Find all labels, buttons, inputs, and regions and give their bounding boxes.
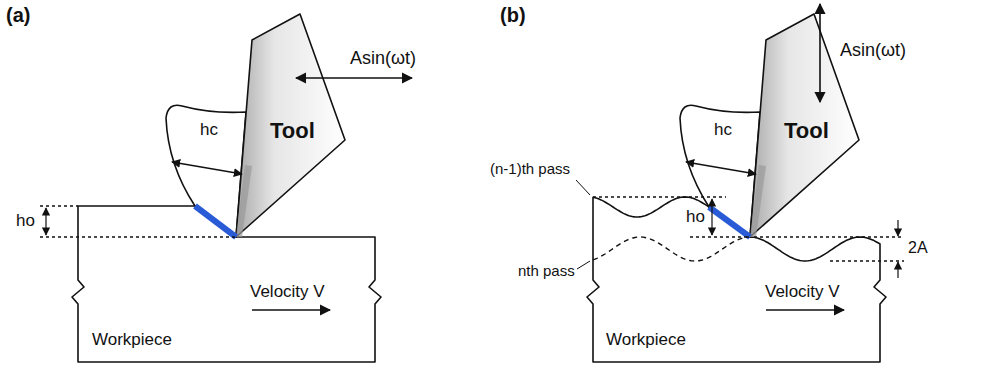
depth-arrow [711,199,712,235]
rake-contact-zone [750,165,766,237]
pass-label: (n-1)th pass [490,160,570,177]
depth-label: ho [16,211,35,231]
vibration-label: Asin(ωt) [840,40,906,61]
workpiece-label: Workpiece [606,330,686,350]
dimension-line [690,236,750,237]
velocity-arrow [252,309,330,311]
workpiece: Velocity V Workpiece [581,188,893,366]
amplitude-label: 2A [908,239,928,257]
workpiece-shape [587,197,886,362]
dimension-line [40,205,78,206]
nth-pass-surface [593,237,749,261]
dimension-line [40,236,236,237]
chip-thickness-arrow [172,162,242,174]
chip-shape [166,105,246,237]
amplitude-arrow [897,220,898,236]
panel-label: (a) [6,4,30,27]
vibration-label: Asin(ωt) [350,48,416,69]
workpiece: Velocity V Workpiece [66,200,388,366]
chip-shape [680,105,760,237]
velocity-arrow [766,309,844,311]
amplitude-arrow [897,262,898,278]
rake-contact-zone [236,165,252,237]
vibration-arrow [296,77,412,79]
depth-arrow [45,208,46,235]
cutting-tool-shape [236,14,345,237]
velocity-label: Velocity V [250,282,325,302]
shear-plane [195,206,236,237]
vibration-arrow [819,4,821,102]
panel-label: (b) [500,4,526,27]
tool-label: Tool [784,118,829,143]
leader-line [576,180,590,195]
chip-thickness-label: hc [200,120,218,140]
tool-label: Tool [270,118,315,143]
dimension-line [830,260,904,261]
dimension-line [593,196,726,197]
cutting-tool: Tool [228,8,352,242]
chip-thickness-label: hc [714,120,732,140]
workpiece-shape [72,206,381,362]
dimension-line [754,236,904,237]
chip-thickness-arrow [686,162,756,174]
velocity-label: Velocity V [765,282,840,302]
workpiece-label: Workpiece [92,330,172,350]
pass-label: nth pass [518,262,575,279]
leader-line [577,261,590,269]
shear-plane [709,207,750,237]
depth-label: ho [686,207,705,227]
